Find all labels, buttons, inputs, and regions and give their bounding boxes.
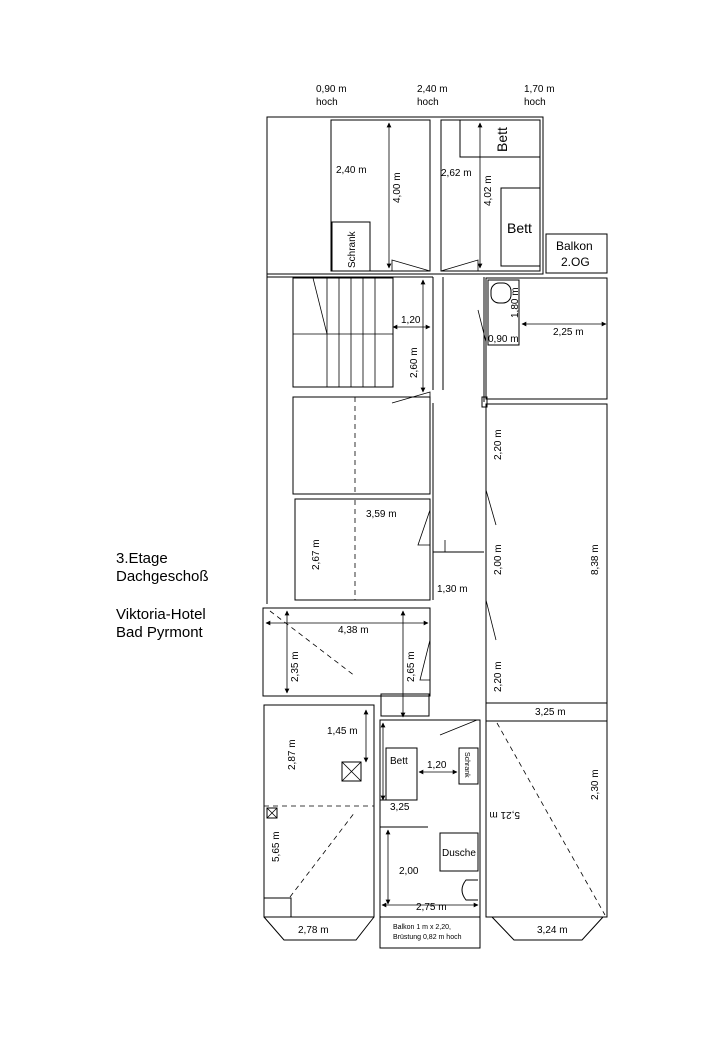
room-bottom-middle: Bett 1,20 Schrank 3,25 2,00 Dusche 2,75 … [379,719,481,949]
wc-depth-label: 1,80 m [510,287,521,318]
depth-label: 2,30 m [590,769,601,800]
width-top-label: 1,45 m [327,726,358,737]
bottom-width-label: 3,24 m [537,925,568,936]
hotel-caption: Viktoria-Hotel Bad Pyrmont [116,606,206,642]
wardrobe [458,747,479,785]
chimney-icon [266,807,278,819]
width-bottom-label: 2,78 m [298,925,329,936]
wardrobe-label: Schrank [463,752,470,778]
shower [439,832,479,872]
depth-right-label: 2,65 m [406,651,417,682]
room-top-right: Bett Bett 2,62 m 4,02 m [440,119,541,272]
wc-room-width-label: 2,25 m [553,327,584,338]
skylight-icon [341,761,362,782]
wardrobe [331,221,371,272]
room-bottom-right: 3,25 m 2,30 m 5,21 m 3,24 m [485,702,608,941]
depth-bottom-label: 5,65 m [271,831,282,862]
room-middle-upper [292,396,431,495]
bed-top [459,119,541,158]
upper-block-outline [266,116,544,275]
balcony-line1: Balkon 1 m x 2,20, [393,924,451,931]
bed [385,747,418,801]
diagonal-label: 5,21 m [489,809,520,820]
balcony-line2: Brüstung 0,82 m hoch [393,934,462,941]
total-depth-label: 8,38 m [590,544,601,575]
segment-1-label: 2,20 m [493,429,504,460]
hall-width-label: 1,30 m [437,584,468,595]
bed-gap-label: 1,20 [427,760,447,771]
height-value-2: 2,40 m [417,84,448,95]
balcony-2og-line1: Balkon [556,239,593,253]
room-depth-label: 4,02 m [483,175,494,206]
height-unit-2: hoch [417,97,439,108]
wc-width-label: 0,90 m [488,334,519,345]
bed-label: Bett [390,756,408,767]
balcony-3og [379,916,481,949]
room-wc: 1,80 m 0,90 m 2,25 m [477,277,608,400]
room-width-label: 2,62 m [441,168,472,179]
room-depth-label: 2,67 m [311,539,322,570]
stairs-depth-label: 2,60 m [409,347,420,378]
room-sloped: 4,38 m 2,35 m 2,65 m [262,607,431,718]
stairs-width-label: 1,20 [401,315,421,326]
height-unit-3: hoch [524,97,546,108]
floor-name: Dachgeschoß [116,568,209,585]
balcony-2og-line2: 2.OG [561,255,590,269]
room-right-long: 2,20 m 2,00 m 2,20 m 8,38 m [481,396,608,704]
depth-top-label: 2,87 m [287,739,298,770]
sink-icon [461,879,478,901]
bottom-width-label: 2,75 m [416,902,447,913]
city-name: Bad Pyrmont [116,624,203,641]
height-value-1: 0,90 m [316,84,347,95]
room-top-left: Schrank 2,40 m 4,00 m [330,119,431,272]
bed-top-label: Bett [494,127,510,152]
hotel-name: Viktoria-Hotel [116,606,206,623]
room-depth-label: 4,00 m [392,172,403,203]
toilet-icon [490,282,512,304]
depth-left-label: 2,35 m [290,651,301,682]
shower-label: Dusche [442,848,476,859]
width-label: 3,25 [390,802,410,813]
floor-caption: 3.Etage Dachgeschoß [116,550,209,586]
top-width-label: 3,25 m [535,707,566,718]
room-width-label: 4,38 m [338,625,369,636]
floor-number: 3.Etage [116,550,168,567]
room-width-label: 2,40 m [336,165,367,176]
segment-3-label: 2,20 m [493,661,504,692]
landing-box [380,693,430,717]
bed-bottom [500,187,541,267]
hall: 1,30 m [433,277,485,595]
room-bottom-left: 1,45 m 2,87 m 5,65 m 2,78 m [263,704,375,941]
ceiling-heights: 0,90 m hoch 2,40 m hoch 1,70 m hoch [316,84,555,108]
depth-label: 2,00 [399,866,419,877]
balcony-2og: Balkon 2.OG [545,233,608,274]
wardrobe-label: Schrank [347,230,358,268]
height-unit-1: hoch [316,97,338,108]
room-width-label: 3,59 m [366,509,397,520]
height-value-3: 1,70 m [524,84,555,95]
bed-bottom-label: Bett [507,220,532,236]
segment-2-label: 2,00 m [493,544,504,575]
staircase: 1,20 2,60 m [292,277,431,404]
